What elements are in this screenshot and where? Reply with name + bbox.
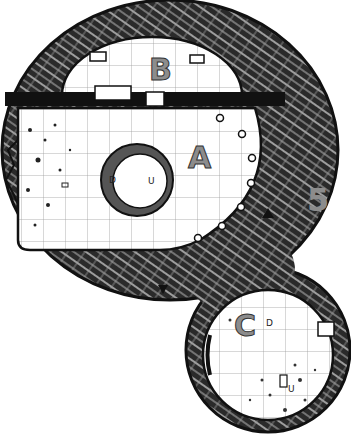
room-c (203, 290, 333, 420)
map-number: 5 (307, 183, 329, 217)
stair-mark: D (109, 175, 116, 185)
room-area: C (232, 310, 258, 342)
room-area: B (147, 54, 174, 86)
secret-marker (158, 285, 168, 294)
stair-mark: D (266, 318, 273, 328)
secret-marker (262, 208, 274, 218)
room-a (18, 108, 261, 250)
rubble (26, 124, 71, 227)
doorway (95, 86, 131, 100)
alcove (318, 322, 334, 336)
stair-mark: U (288, 384, 295, 394)
alcove (90, 52, 106, 61)
room-b (62, 37, 242, 95)
room-letter: A (188, 142, 211, 174)
room-area: A (186, 142, 213, 174)
stair-mark: U (148, 176, 155, 186)
alcove (190, 55, 204, 63)
collapsed-wall (6, 140, 18, 205)
stair (280, 375, 287, 387)
pillar-shaft (101, 144, 173, 216)
room-letter: B (149, 54, 172, 86)
rock-hatch (2, 0, 350, 432)
ledge (208, 335, 211, 375)
room-letter: C (234, 310, 256, 342)
wall (5, 92, 165, 106)
pillar-shaft (113, 154, 167, 208)
columns (195, 115, 256, 242)
wall (160, 92, 285, 106)
doorway (146, 92, 164, 106)
